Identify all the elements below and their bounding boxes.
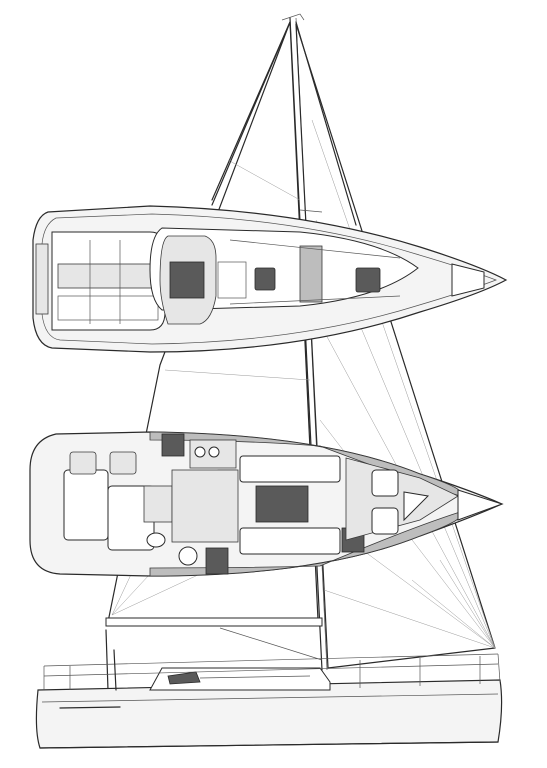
lifelines: [43, 653, 501, 690]
backstay: [211, 21, 291, 206]
hull-stripe: [59, 706, 121, 709]
toilet: [146, 532, 166, 548]
masthead-wind-indicator: [281, 13, 305, 21]
cockpit-sole: [57, 263, 159, 289]
companionway-hatch: [169, 261, 205, 299]
deck-plan: [32, 205, 508, 353]
profile-portlight: [167, 671, 201, 685]
saloon-hatch: [254, 267, 276, 291]
boom: [105, 617, 323, 627]
side-profile: [35, 649, 503, 749]
interior-layout: [29, 431, 504, 577]
settee-stbd: [239, 527, 341, 555]
forward-hatch: [355, 267, 381, 293]
heads: [143, 485, 173, 523]
saloon-table: [255, 485, 309, 523]
coachroof: [149, 227, 419, 311]
jib: [295, 23, 496, 669]
anchor-locker: [451, 263, 485, 297]
vang: [219, 627, 323, 661]
waterline: [39, 741, 499, 749]
bow-point: [457, 489, 504, 521]
chart-table-seat: [178, 546, 198, 566]
companionway-steps: [161, 433, 229, 575]
spreader: [299, 209, 323, 213]
settee-port: [239, 455, 341, 483]
saloon-sole: [171, 469, 239, 543]
jib-radials: [311, 119, 496, 649]
transom-step: [35, 243, 49, 315]
forestay: [295, 21, 357, 226]
aft-cabin-berth-port: [63, 469, 109, 541]
mast-step: [299, 245, 323, 303]
